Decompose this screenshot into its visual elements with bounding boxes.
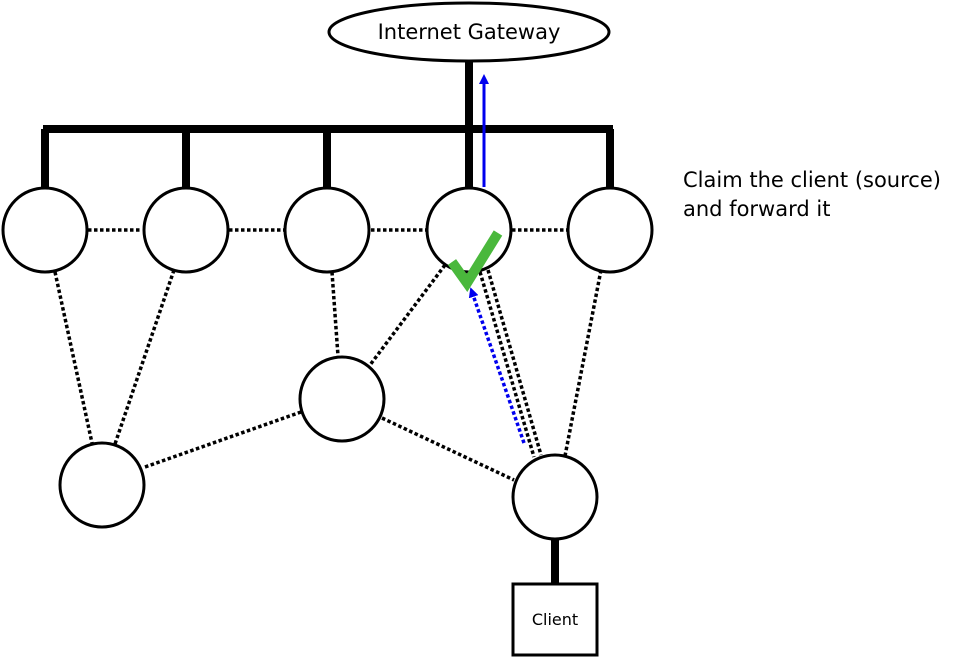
mesh-node-left (58, 441, 146, 529)
gateway-node-2 (142, 186, 230, 274)
mesh-link (478, 271, 536, 458)
client: Client (511, 582, 599, 657)
client-label: Client (532, 610, 578, 629)
claim-caption: Claim the client (source) and forward it (683, 166, 941, 224)
mesh-link (53, 271, 94, 444)
gateway-node-1 (1, 186, 89, 274)
gateway-label: Internet Gateway (378, 20, 561, 44)
gateway-node-3 (283, 186, 371, 274)
mesh-node-client-side (511, 453, 599, 541)
mesh-node-center (298, 355, 386, 443)
mesh-link (381, 416, 515, 482)
checkmark-icon (447, 230, 503, 293)
gateway-node-4 (425, 186, 513, 274)
mesh-links (53, 228, 603, 482)
mesh-link (113, 269, 176, 445)
mesh-nodes (1, 186, 654, 541)
wired-backbone (41, 61, 614, 584)
internet-gateway: Internet Gateway (327, 1, 611, 63)
caption-line-2: and forward it (683, 197, 831, 221)
mesh-link (563, 269, 603, 457)
claim-path (468, 74, 526, 444)
mesh-link (368, 263, 447, 367)
gateway-node-5 (566, 186, 654, 274)
mesh-link (330, 271, 340, 357)
mesh-link (144, 410, 302, 469)
caption-line-1: Claim the client (source) (683, 168, 941, 192)
mesh-link (486, 269, 543, 456)
client-to-gateway-node-arrow (468, 287, 526, 444)
